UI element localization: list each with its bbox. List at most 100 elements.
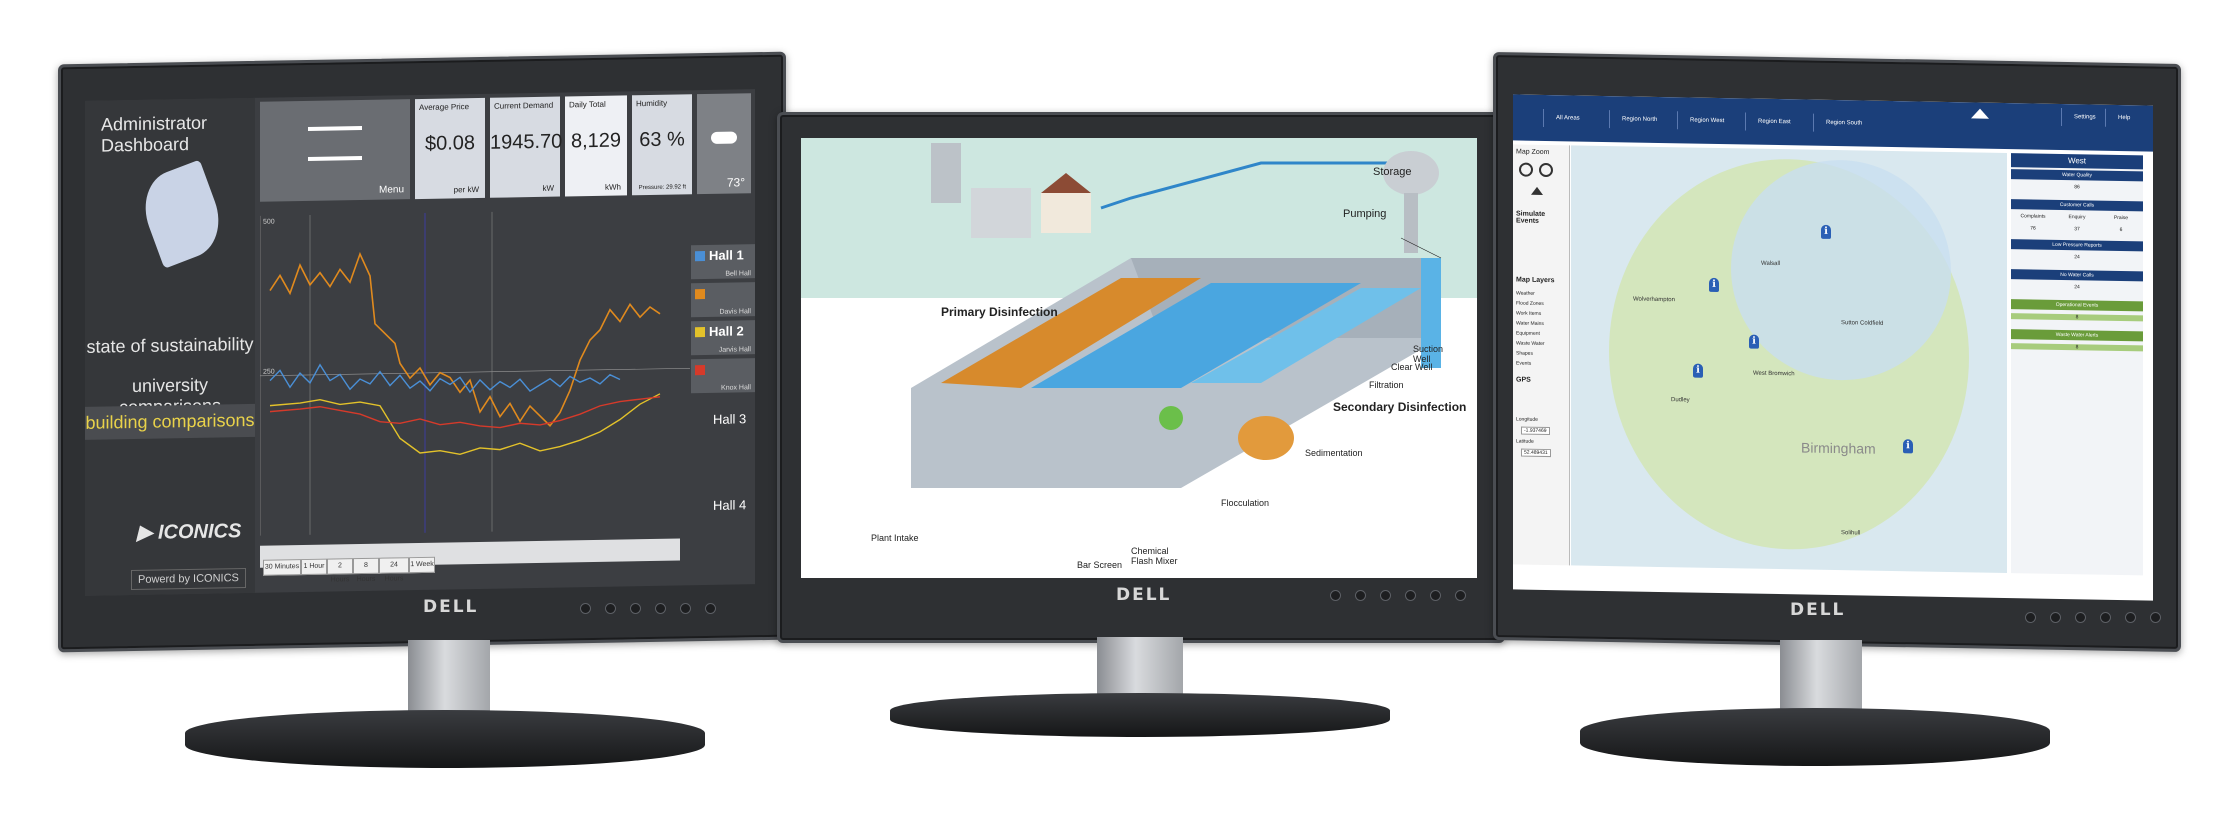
home-icon[interactable] xyxy=(1971,108,1989,119)
legend-swatch xyxy=(695,327,705,338)
label-clear-well: Clear Well xyxy=(1391,362,1433,372)
humidity-tile: Humidity 63 % Pressure: 29.92 ft xyxy=(632,94,692,196)
menu-icon xyxy=(308,126,362,161)
legend-swatch xyxy=(695,289,705,300)
layer-waste-water[interactable]: Waste Water xyxy=(1516,340,1545,347)
avg-price-tile: Average Price $0.08 per kW xyxy=(415,97,485,200)
water-quality-header: Water Quality xyxy=(2011,169,2143,182)
gps-title: GPS xyxy=(1516,376,1531,384)
legend-davis-hall[interactable]: Davis Hall xyxy=(691,282,755,318)
legend-swatch xyxy=(695,251,705,262)
place-sutton-coldfield: Sutton Coldfield xyxy=(1841,320,1884,327)
calls-complaints-value: 76 xyxy=(2030,225,2036,232)
legend-knox-hall[interactable]: Knox Hall xyxy=(691,358,755,394)
legend-sub: Bell Hall xyxy=(725,270,751,278)
info-marker-icon[interactable]: i xyxy=(1821,224,1831,239)
monitor-stand-base xyxy=(890,693,1390,737)
tab-region-south[interactable]: Region South xyxy=(1813,113,1888,133)
legend-sub: Jarvis Hall xyxy=(718,346,751,354)
info-marker-icon[interactable]: i xyxy=(1749,334,1759,349)
time-button-24h[interactable]: 24 Hours xyxy=(379,557,409,583)
hall-3-label: Hall 3 xyxy=(713,411,747,427)
time-button-30m[interactable]: 30 Minutes xyxy=(263,559,301,576)
label-bar-screen: Bar Screen xyxy=(1077,560,1123,570)
no-water-header: No Water Calls xyxy=(2011,269,2143,282)
help-button[interactable]: Help xyxy=(2105,108,2148,128)
tab-region-west[interactable]: Region West xyxy=(1677,111,1752,131)
operational-events-header: Operational Events xyxy=(2011,299,2143,312)
longitude-field[interactable]: -1.937469 xyxy=(1521,426,1550,436)
low-pressure-value: 24 xyxy=(2074,254,2080,261)
tile-value: $0.08 xyxy=(424,132,476,155)
time-button-1h[interactable]: 1 Hour xyxy=(301,558,327,576)
time-button-8h[interactable]: 8 Hours xyxy=(353,557,379,583)
layer-weather[interactable]: Weather xyxy=(1516,290,1535,297)
tile-value: 1945.70 xyxy=(490,130,563,154)
layer-work-items[interactable]: Work Items xyxy=(1516,310,1542,317)
series-bell-hall xyxy=(269,363,621,394)
menu-tile[interactable]: Menu xyxy=(260,99,410,202)
label-suction-well: Suction Well xyxy=(1413,344,1444,364)
nav-building-comparisons[interactable]: building comparisons xyxy=(85,403,255,440)
dell-logo: DELL xyxy=(1790,600,1846,620)
longitude-label: Longitude xyxy=(1516,416,1538,423)
info-marker-icon[interactable]: i xyxy=(1693,363,1703,378)
operational-events-value: 8 xyxy=(2011,313,2143,322)
monitor-stand-base xyxy=(185,710,705,768)
legend-sub: Davis Hall xyxy=(719,308,751,316)
legend-name: Hall 1 xyxy=(709,247,744,263)
y-tick-500: 500 xyxy=(263,219,275,226)
zoom-in-icon[interactable] xyxy=(1539,162,1553,178)
dashboard-sidebar: Administrator Dashboard state of sustain… xyxy=(85,97,255,596)
tab-region-north[interactable]: Region North xyxy=(1609,110,1684,130)
map-screen: All Areas Region North Region West Regio… xyxy=(1513,94,2153,601)
place-west-bromwich: West Bromwich xyxy=(1753,370,1795,378)
process-screen: Storage Pumping Primary Disinfection Sec… xyxy=(801,138,1477,578)
hall-4-label: Hall 4 xyxy=(713,497,747,513)
waste-water-header: Waste Water Alerts xyxy=(2011,329,2143,342)
legend-hall-2[interactable]: Hall 2 Jarvis Hall xyxy=(691,320,755,356)
map-left-panel: Map Zoom Simulate Events Map Layers Weat… xyxy=(1513,144,1570,566)
waste-water-value: 8 xyxy=(2011,343,2143,352)
calls-praise-label: Praise xyxy=(2113,214,2129,222)
map-view[interactable]: Wolverhampton Walsall Sutton Coldfield D… xyxy=(1571,145,2007,574)
label-secondary-disinfection: Secondary Disinfection xyxy=(1333,400,1467,414)
label-filtration: Filtration xyxy=(1369,380,1404,390)
dell-logo: DELL xyxy=(1116,585,1172,605)
weather-tile: 73° xyxy=(697,93,751,195)
layer-events[interactable]: Events xyxy=(1516,360,1532,367)
home-zoom-icon[interactable] xyxy=(1531,186,1543,195)
nav-state-of-sustainability[interactable]: state of sustainability xyxy=(86,333,254,357)
label-sedimentation: Sedimentation xyxy=(1305,448,1363,458)
water-quality-value: 86 xyxy=(2074,184,2080,191)
tile-label: Humidity xyxy=(636,98,668,109)
tab-region-east[interactable]: Region East xyxy=(1745,112,1820,132)
temperature-value: 73° xyxy=(726,175,745,190)
place-birmingham: Birmingham xyxy=(1801,439,1876,457)
tab-all-areas[interactable]: All Areas xyxy=(1543,108,1616,129)
zoom-out-icon[interactable] xyxy=(1519,162,1533,177)
info-marker-icon[interactable]: i xyxy=(1709,277,1719,293)
time-button-2h[interactable]: 2 Hours xyxy=(327,558,353,584)
leaf-logo-icon xyxy=(133,159,231,269)
calls-enquiry-label: Enquiry xyxy=(2068,214,2086,221)
place-dudley: Dudley xyxy=(1671,397,1690,404)
layer-water-mains[interactable]: Water Mains xyxy=(1516,320,1544,327)
info-marker-icon[interactable]: i xyxy=(1903,439,1913,454)
place-solihull: Solihull xyxy=(1841,530,1861,537)
customer-calls-header: Customer Calls xyxy=(2011,199,2143,212)
layer-equipment[interactable]: Equipment xyxy=(1516,330,1540,337)
latitude-field[interactable]: 52.489431 xyxy=(1521,448,1551,458)
y-tick-250: 250 xyxy=(263,369,275,376)
logo-text: ICONICS xyxy=(157,520,242,544)
time-button-1w[interactable]: 1 Week xyxy=(409,556,435,574)
dashboard-title: Administrator Dashboard xyxy=(101,112,208,156)
calls-enquiry-value: 37 xyxy=(2074,226,2080,233)
layer-flood-zones[interactable]: Flood Zones xyxy=(1516,300,1544,307)
tile-unit: per kW xyxy=(453,184,479,195)
simulate-events-title: Simulate Events xyxy=(1516,210,1546,225)
tile-unit: kWh xyxy=(605,182,621,192)
demand-tile: Current Demand 1945.70 kW xyxy=(490,96,563,198)
layer-shapes[interactable]: Shapes xyxy=(1516,350,1533,357)
legend-hall-1[interactable]: Hall 1 Bell Hall xyxy=(691,244,755,280)
